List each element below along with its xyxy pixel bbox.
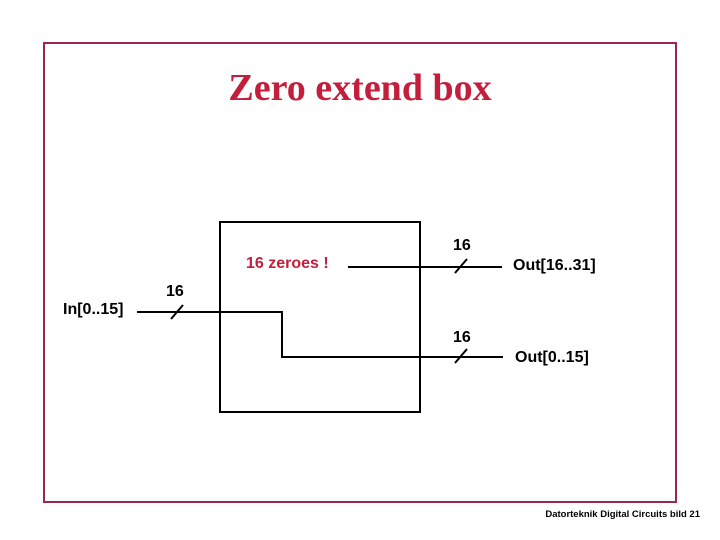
- slide-border: [43, 42, 677, 503]
- input-bus-width-label: 16: [166, 283, 184, 300]
- output-bottom-label: Out[0..15]: [515, 349, 589, 366]
- input-label: In[0..15]: [63, 301, 124, 318]
- bus-width-slash-input-icon: [170, 304, 184, 320]
- bus-width-slash-out-top-icon: [454, 258, 468, 274]
- bus-width-slash-out-bottom-icon: [454, 348, 468, 364]
- output-top-bus-width-label: 16: [453, 237, 471, 254]
- slide-footer: Datorteknik Digital Circuits bild 21: [545, 509, 700, 520]
- extend-box: [219, 221, 421, 413]
- output-bottom-bus-width-label: 16: [453, 329, 471, 346]
- output-top-label: Out[16..31]: [513, 257, 596, 274]
- slide-title: Zero extend box: [228, 67, 492, 109]
- box-label-16-zeroes: 16 zeroes !: [246, 255, 329, 272]
- input-bus-line: [137, 311, 503, 358]
